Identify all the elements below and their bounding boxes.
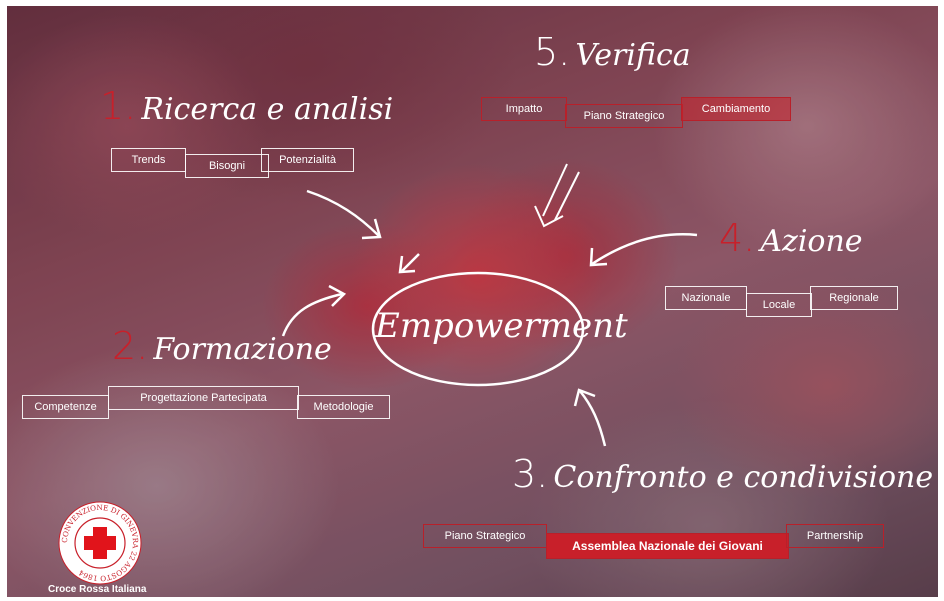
logo-caption: Croce Rossa Italiana <box>48 584 147 595</box>
step5-tag-piano: Piano Strategico <box>565 104 683 128</box>
step5-tag-impatto: Impatto <box>481 97 567 121</box>
step3-tag-partnership: Partnership <box>786 524 884 548</box>
arrow-center-icon <box>401 253 420 272</box>
step2-tag-progettazione: Progettazione Partecipata <box>108 386 299 410</box>
step1-number: 1. <box>100 84 137 128</box>
center-label: Empowerment <box>375 306 628 346</box>
step4-tag-regionale: Regionale <box>810 286 898 310</box>
step4-heading: 4. Azione <box>719 216 863 260</box>
step3-tag-piano: Piano Strategico <box>423 524 547 548</box>
step2-heading: 2. Formazione <box>112 324 332 368</box>
step1-tag-trends: Trends <box>111 148 186 172</box>
step5-heading: 5. Verifica <box>534 30 691 74</box>
step2-tag-metodologie: Metodologie <box>297 395 390 419</box>
step4-number: 4. <box>719 216 756 260</box>
red-cross-icon: CONVENZIONE DI GINEVRA 22 AGOSTO 1864 <box>58 501 142 585</box>
step3-tag-assemblea: Assemblea Nazionale dei Giovani <box>546 533 789 559</box>
step5-tag-cambiamento: Cambiamento <box>681 97 791 121</box>
step5-number: 5. <box>534 30 571 74</box>
arrow-step5-icon <box>534 163 580 228</box>
step4-tag-locale: Locale <box>746 293 812 317</box>
step1-heading: 1. Ricerca e analisi <box>100 84 393 128</box>
background-canvas: Empowerment 1. Ricerca e analisi Trends … <box>7 6 938 597</box>
step2-tag-competenze: Competenze <box>22 395 109 419</box>
step3-heading: 3. Confronto e condivisione <box>512 452 933 496</box>
step2-number: 2. <box>112 324 149 368</box>
arrow-step2-icon <box>281 292 343 337</box>
arrow-step3-icon <box>579 390 607 447</box>
arrow-step4-icon <box>591 233 698 266</box>
step3-title: Confronto e condivisione <box>553 460 934 495</box>
step5-title: Verifica <box>575 38 691 73</box>
step1-tag-potenzialita: Potenzialità <box>261 148 354 172</box>
step4-title: Azione <box>760 224 863 259</box>
step4-tag-nazionale: Nazionale <box>665 286 747 310</box>
step1-tag-bisogni: Bisogni <box>185 154 269 178</box>
arrow-step1-icon <box>306 189 380 237</box>
step1-title: Ricerca e analisi <box>141 92 394 127</box>
empowerment-ellipse <box>371 271 585 387</box>
step3-number: 3. <box>512 452 549 496</box>
step2-title: Formazione <box>153 332 332 367</box>
arrows-layer <box>281 163 698 447</box>
